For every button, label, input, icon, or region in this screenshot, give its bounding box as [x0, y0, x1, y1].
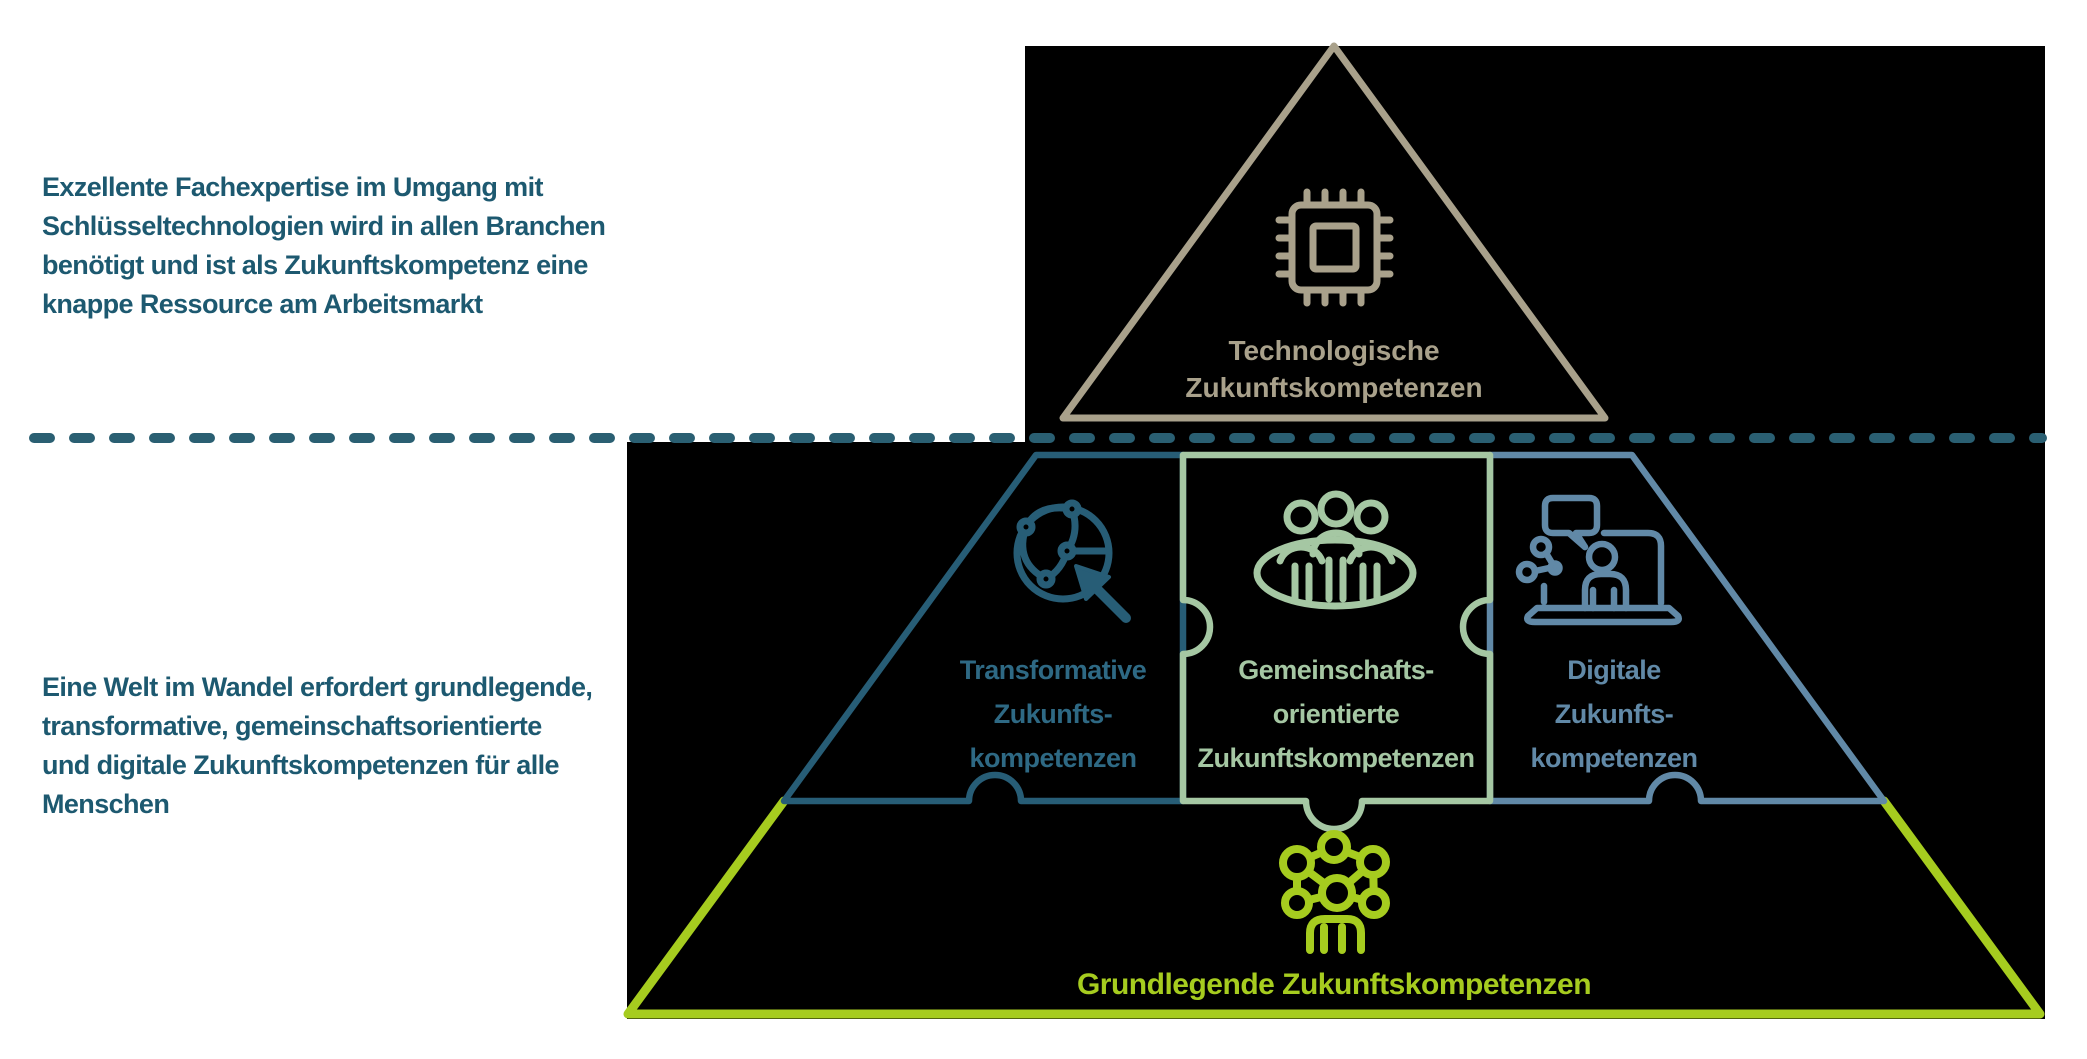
upper-black-panel	[1025, 46, 2045, 442]
annotation-technology-note: Exzellente Fachexpertise im Umgang mit S…	[42, 172, 606, 319]
transformative-piece-label: Transformative Zukunfts- kompetenzen	[959, 655, 1147, 773]
puzzle-piece-digital	[1486, 451, 1888, 805]
puzzle-piece-community	[1179, 451, 1494, 833]
puzzle-piece-transformative	[780, 451, 1187, 805]
people-group-icon	[1253, 490, 1417, 610]
community-piece-label: Gemeinschafts- orientierte Zukunftskompe…	[1197, 655, 1475, 773]
person-laptop-icon	[1515, 494, 1682, 626]
globe-network-cursor-icon	[1013, 499, 1131, 623]
cpu-chip-icon	[1275, 188, 1394, 307]
technological-band-label: Technologische Zukunftskompetenzen	[1185, 335, 1483, 403]
base-band-outline	[623, 796, 2045, 1019]
top-triangle-outline	[1059, 42, 1609, 422]
digital-piece-label: Digitale Zukunfts- kompetenzen	[1530, 655, 1698, 773]
annotation-world-note: Eine Welt im Wandel erfordert grundlegen…	[42, 672, 593, 819]
network-person-icon	[1279, 830, 1390, 954]
foundational-band-label: Grundlegende Zukunftskompetenzen	[1076, 968, 1592, 1001]
